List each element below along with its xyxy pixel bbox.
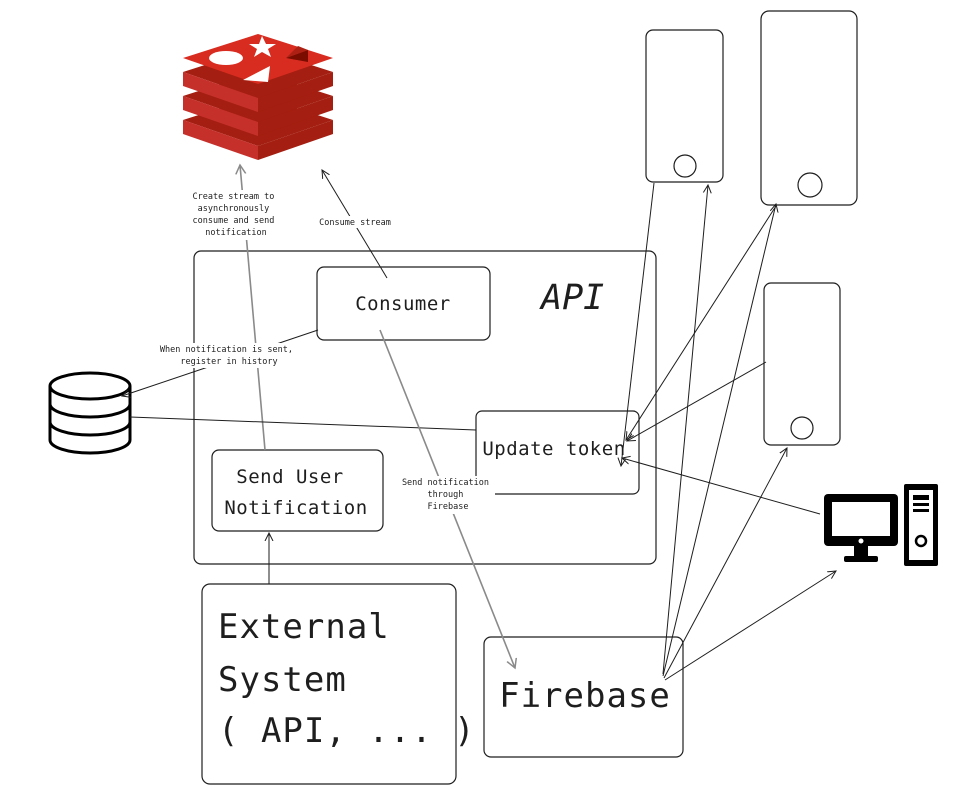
firebase-label: Firebase — [499, 676, 671, 716]
consumer-box[interactable] — [316, 266, 491, 341]
phone-icon — [760, 10, 858, 206]
external-system-box[interactable] — [201, 583, 457, 785]
phone-icon — [645, 29, 724, 183]
firebase-to-phone-arrow — [662, 185, 708, 675]
send-through-firebase-label: Send notification through Firebase — [402, 478, 494, 512]
update-token-box[interactable] — [475, 410, 640, 495]
database-icon — [48, 371, 132, 455]
register-history-label: When notification is sent, register in h… — [160, 345, 298, 367]
phone-to-token-arrow — [621, 182, 655, 466]
create-stream-label: Create stream to asynchronously consume … — [192, 192, 279, 238]
send-user-notification-box[interactable] — [211, 449, 384, 532]
firebase-to-phone-arrow — [662, 204, 776, 677]
firebase-to-phone-arrow — [663, 448, 787, 679]
consumer-label: Consumer — [355, 293, 451, 315]
send-user-notification-label: Send User Notification — [224, 466, 367, 519]
api-title: API — [539, 278, 604, 318]
firebase-to-computer-arrow — [664, 571, 836, 681]
firebase-box[interactable] — [483, 636, 684, 758]
database-token-line — [129, 416, 477, 431]
consume-stream-label: Consume stream — [319, 218, 391, 228]
computer-to-token-arrow — [622, 458, 821, 515]
phone-to-token-arrow — [626, 205, 777, 440]
external-system-label: External System ( API, ... ) — [218, 607, 476, 751]
redis-icon — [183, 34, 333, 160]
update-token-label: Update token — [482, 438, 625, 460]
computer-icon — [824, 484, 938, 566]
phone-icon — [763, 282, 841, 446]
api-container — [193, 250, 657, 565]
phone-to-token-arrow — [627, 361, 767, 441]
